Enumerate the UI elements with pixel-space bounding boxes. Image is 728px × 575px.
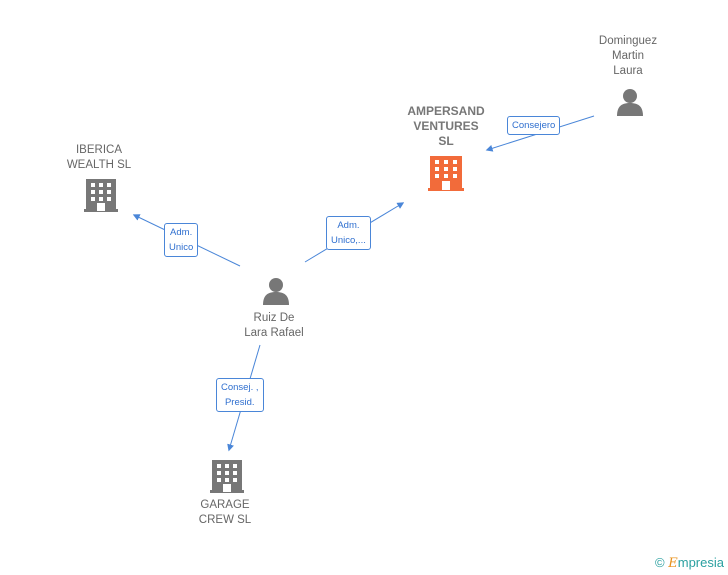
node-label-ruiz[interactable]: Ruiz De Lara Rafael: [244, 312, 304, 339]
edge-label-consejero[interactable]: Consejero: [507, 116, 561, 135]
brand-watermark: © Empresia: [655, 555, 724, 571]
person-icon-dominguez[interactable]: [617, 89, 643, 116]
copyright-symbol: ©: [655, 555, 665, 570]
edge-label-adm-unico-ampersand[interactable]: Adm. Unico,...: [326, 216, 371, 250]
node-label-dominguez[interactable]: Dominguez Martin Laura: [598, 35, 658, 77]
building-icon-iberica[interactable]: [84, 179, 118, 212]
node-label-ampersand[interactable]: AMPERSAND VENTURES SL: [407, 104, 485, 148]
person-icon-ruiz[interactable]: [263, 278, 289, 305]
edge-label-adm-unico-iberica[interactable]: Adm. Unico: [164, 223, 199, 257]
brand-initial: E: [668, 556, 678, 571]
building-icon-ampersand[interactable]: [428, 156, 464, 191]
building-icon-garage[interactable]: [210, 460, 244, 493]
edge-label-consej-presid[interactable]: Consej. , Presid.: [216, 378, 264, 412]
brand-name: mpresia: [677, 555, 724, 570]
node-label-iberica[interactable]: IBERICA WEALTH SL: [66, 144, 132, 171]
node-label-garage[interactable]: GARAGE CREW SL: [198, 499, 252, 526]
